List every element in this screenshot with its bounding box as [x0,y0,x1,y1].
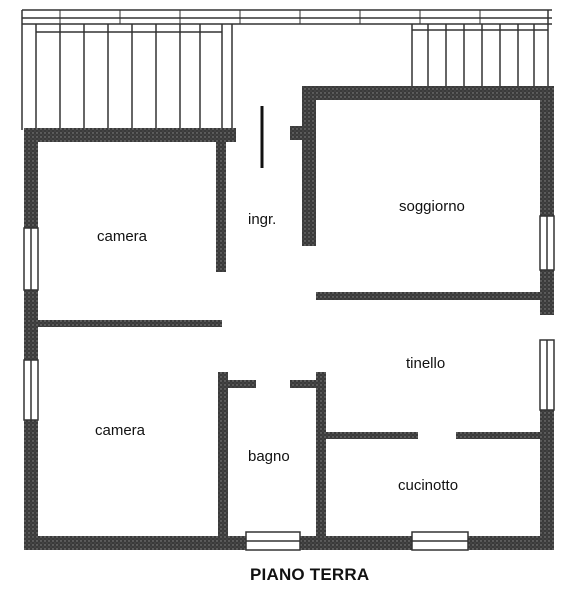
room-label-tinello: tinello [406,355,446,372]
rail-ticks [59,10,481,24]
room-label-camera-bottom: camera [95,422,146,439]
room-label-ingresso: ingr. [248,211,277,228]
room-label-cucinotto: cucinotto [398,477,459,494]
balcony-railing-right [411,10,549,86]
exterior-walls [24,86,554,550]
plan-title: PIANO TERRA [250,565,370,584]
room-label-soggiorno: soggiorno [399,198,465,215]
interior-walls [38,140,544,542]
room-label-bagno: bagno [248,448,290,465]
windows [23,215,555,551]
balcony-railing-left [21,9,552,130]
room-label-camera-top: camera [97,228,148,245]
